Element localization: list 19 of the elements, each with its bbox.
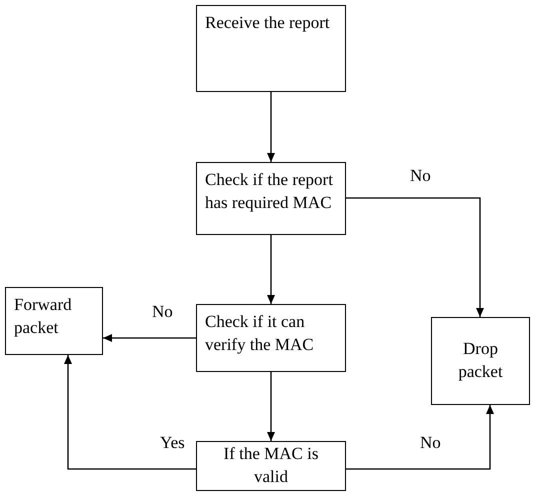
process-box	[196, 162, 346, 235]
arrow	[103, 334, 196, 342]
process-box	[196, 304, 346, 372]
box-text: Check if the report has required MAC	[205, 170, 333, 212]
box-text: If the MAC is valid	[222, 443, 320, 488]
arrow	[346, 197, 484, 317]
arrow	[267, 92, 275, 162]
arrow	[64, 355, 196, 470]
process-box	[5, 287, 103, 355]
arrow	[267, 372, 275, 441]
box-text: Receive the report	[205, 13, 330, 32]
process-box	[196, 441, 346, 491]
box-text: Forward packet	[14, 295, 72, 337]
arrow	[346, 405, 494, 470]
arrow	[267, 235, 275, 304]
process-box	[431, 317, 530, 405]
process-box	[196, 5, 346, 92]
box-text: Check if it can verify the MAC	[205, 312, 314, 354]
box-text: Drop packet	[457, 338, 504, 383]
